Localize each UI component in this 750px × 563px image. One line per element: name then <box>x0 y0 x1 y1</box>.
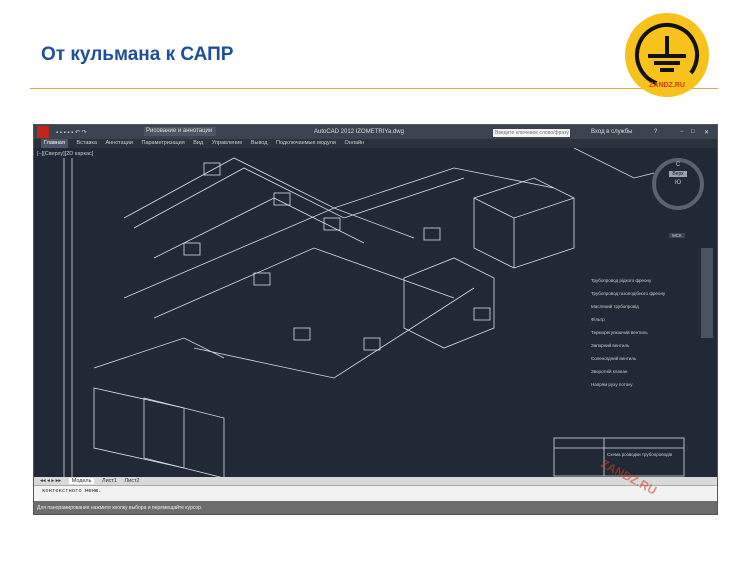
tab-annotate[interactable]: Аннотации <box>105 140 133 146</box>
tab-online[interactable]: Онлайн <box>344 140 365 146</box>
ribbon-tabs: Главная Вставка Аннотации Параметризация… <box>34 139 717 148</box>
tab-sheet2[interactable]: Лист2 <box>124 478 140 484</box>
tab-view[interactable]: Вид <box>193 140 204 146</box>
tab-sheet1[interactable]: Лист1 <box>101 478 117 484</box>
tab-home[interactable]: Главная <box>41 139 68 148</box>
drawing-area[interactable]: [−][Сверху][2D каркас] Трубопровод рідко… <box>34 148 717 477</box>
legend: Трубопровод рідкого фреону Трубопровод г… <box>591 278 711 395</box>
workspace-select[interactable]: Рисование и аннотации <box>144 127 216 136</box>
viewcube-south[interactable]: Ю <box>674 180 682 186</box>
legend-item: Напрям руху потоку <box>591 382 633 387</box>
legend-item: Фільтр <box>591 317 605 322</box>
legend-item: Трубопровод рідкого фреону <box>591 278 652 283</box>
autocad-window: ▪ ▪ ▪ ▪ ▪ ↶ ↷ Рисование и аннотации Auto… <box>33 124 718 515</box>
legend-item: Запорний вентиль <box>591 343 630 348</box>
viewcube-face[interactable]: Верх <box>669 171 687 177</box>
legend-item: Трубопровод газоподібного фреону <box>591 291 666 296</box>
legend-item: Соленоїдний вентиль <box>591 356 637 361</box>
close-button[interactable]: ✕ <box>704 130 710 136</box>
viewcube[interactable]: С Верх Ю <box>652 158 704 210</box>
legend-item: Терморегулюючий вентиль <box>591 330 648 335</box>
window-title: AutoCAD 2012 IZOMETRIYa.dwg <box>314 129 404 135</box>
tab-plugins[interactable]: Подключаемые модули <box>276 140 336 146</box>
tab-parametric[interactable]: Параметризация <box>141 140 185 146</box>
autocad-app-icon[interactable] <box>37 126 49 138</box>
tab-manage[interactable]: Управление <box>211 140 243 146</box>
viewcube-north[interactable]: С <box>675 162 681 168</box>
viewport-label[interactable]: [−][Сверху][2D каркас] <box>37 151 94 157</box>
title-bar: ▪ ▪ ▪ ▪ ▪ ↶ ↷ Рисование и аннотации Auto… <box>34 125 717 139</box>
navigation-bar[interactable] <box>701 248 713 338</box>
title-block-text: Схема розводки трубопроводів <box>607 452 673 457</box>
title-divider <box>30 88 718 89</box>
legend-item: Зворотній клапан <box>591 369 628 374</box>
wcs-menu[interactable]: МСК <box>669 233 685 238</box>
status-text: Для панорамирования нажмите кнопку выбор… <box>37 505 203 511</box>
slide-title: От кульмана к САПР <box>41 44 234 65</box>
tab-output[interactable]: Вывод <box>250 140 268 146</box>
command-line[interactable]: контекстного меню. <box>34 485 717 502</box>
login-button[interactable]: Вход в службы <box>591 129 633 135</box>
command-history: контекстного меню. <box>42 488 102 494</box>
status-bar: Для панорамирования нажмите кнопку выбор… <box>34 501 717 514</box>
isometric-pipe-drawing <box>63 148 685 477</box>
tab-model[interactable]: Модель <box>68 478 95 484</box>
svg-text:ZANDZ.RU: ZANDZ.RU <box>649 82 685 89</box>
minimize-button[interactable]: − <box>680 129 684 135</box>
tab-insert[interactable]: Вставка <box>76 140 97 146</box>
layout-tabs: ◂◂ ◂ ▸ ▸▸ Модель Лист1 Лист2 <box>34 477 717 485</box>
zandz-logo: ZANDZ.RU <box>625 13 709 97</box>
layout-nav-buttons[interactable]: ◂◂ ◂ ▸ ▸▸ <box>40 478 62 484</box>
help-icon[interactable]: ? <box>654 129 658 135</box>
quick-access-toolbar[interactable]: ▪ ▪ ▪ ▪ ▪ ↶ ↷ <box>56 130 87 136</box>
legend-item: Масляний трубопровід <box>591 304 639 309</box>
maximize-button[interactable]: □ <box>691 129 695 135</box>
search-input[interactable]: Введите ключевое слово/фразу <box>493 129 570 137</box>
